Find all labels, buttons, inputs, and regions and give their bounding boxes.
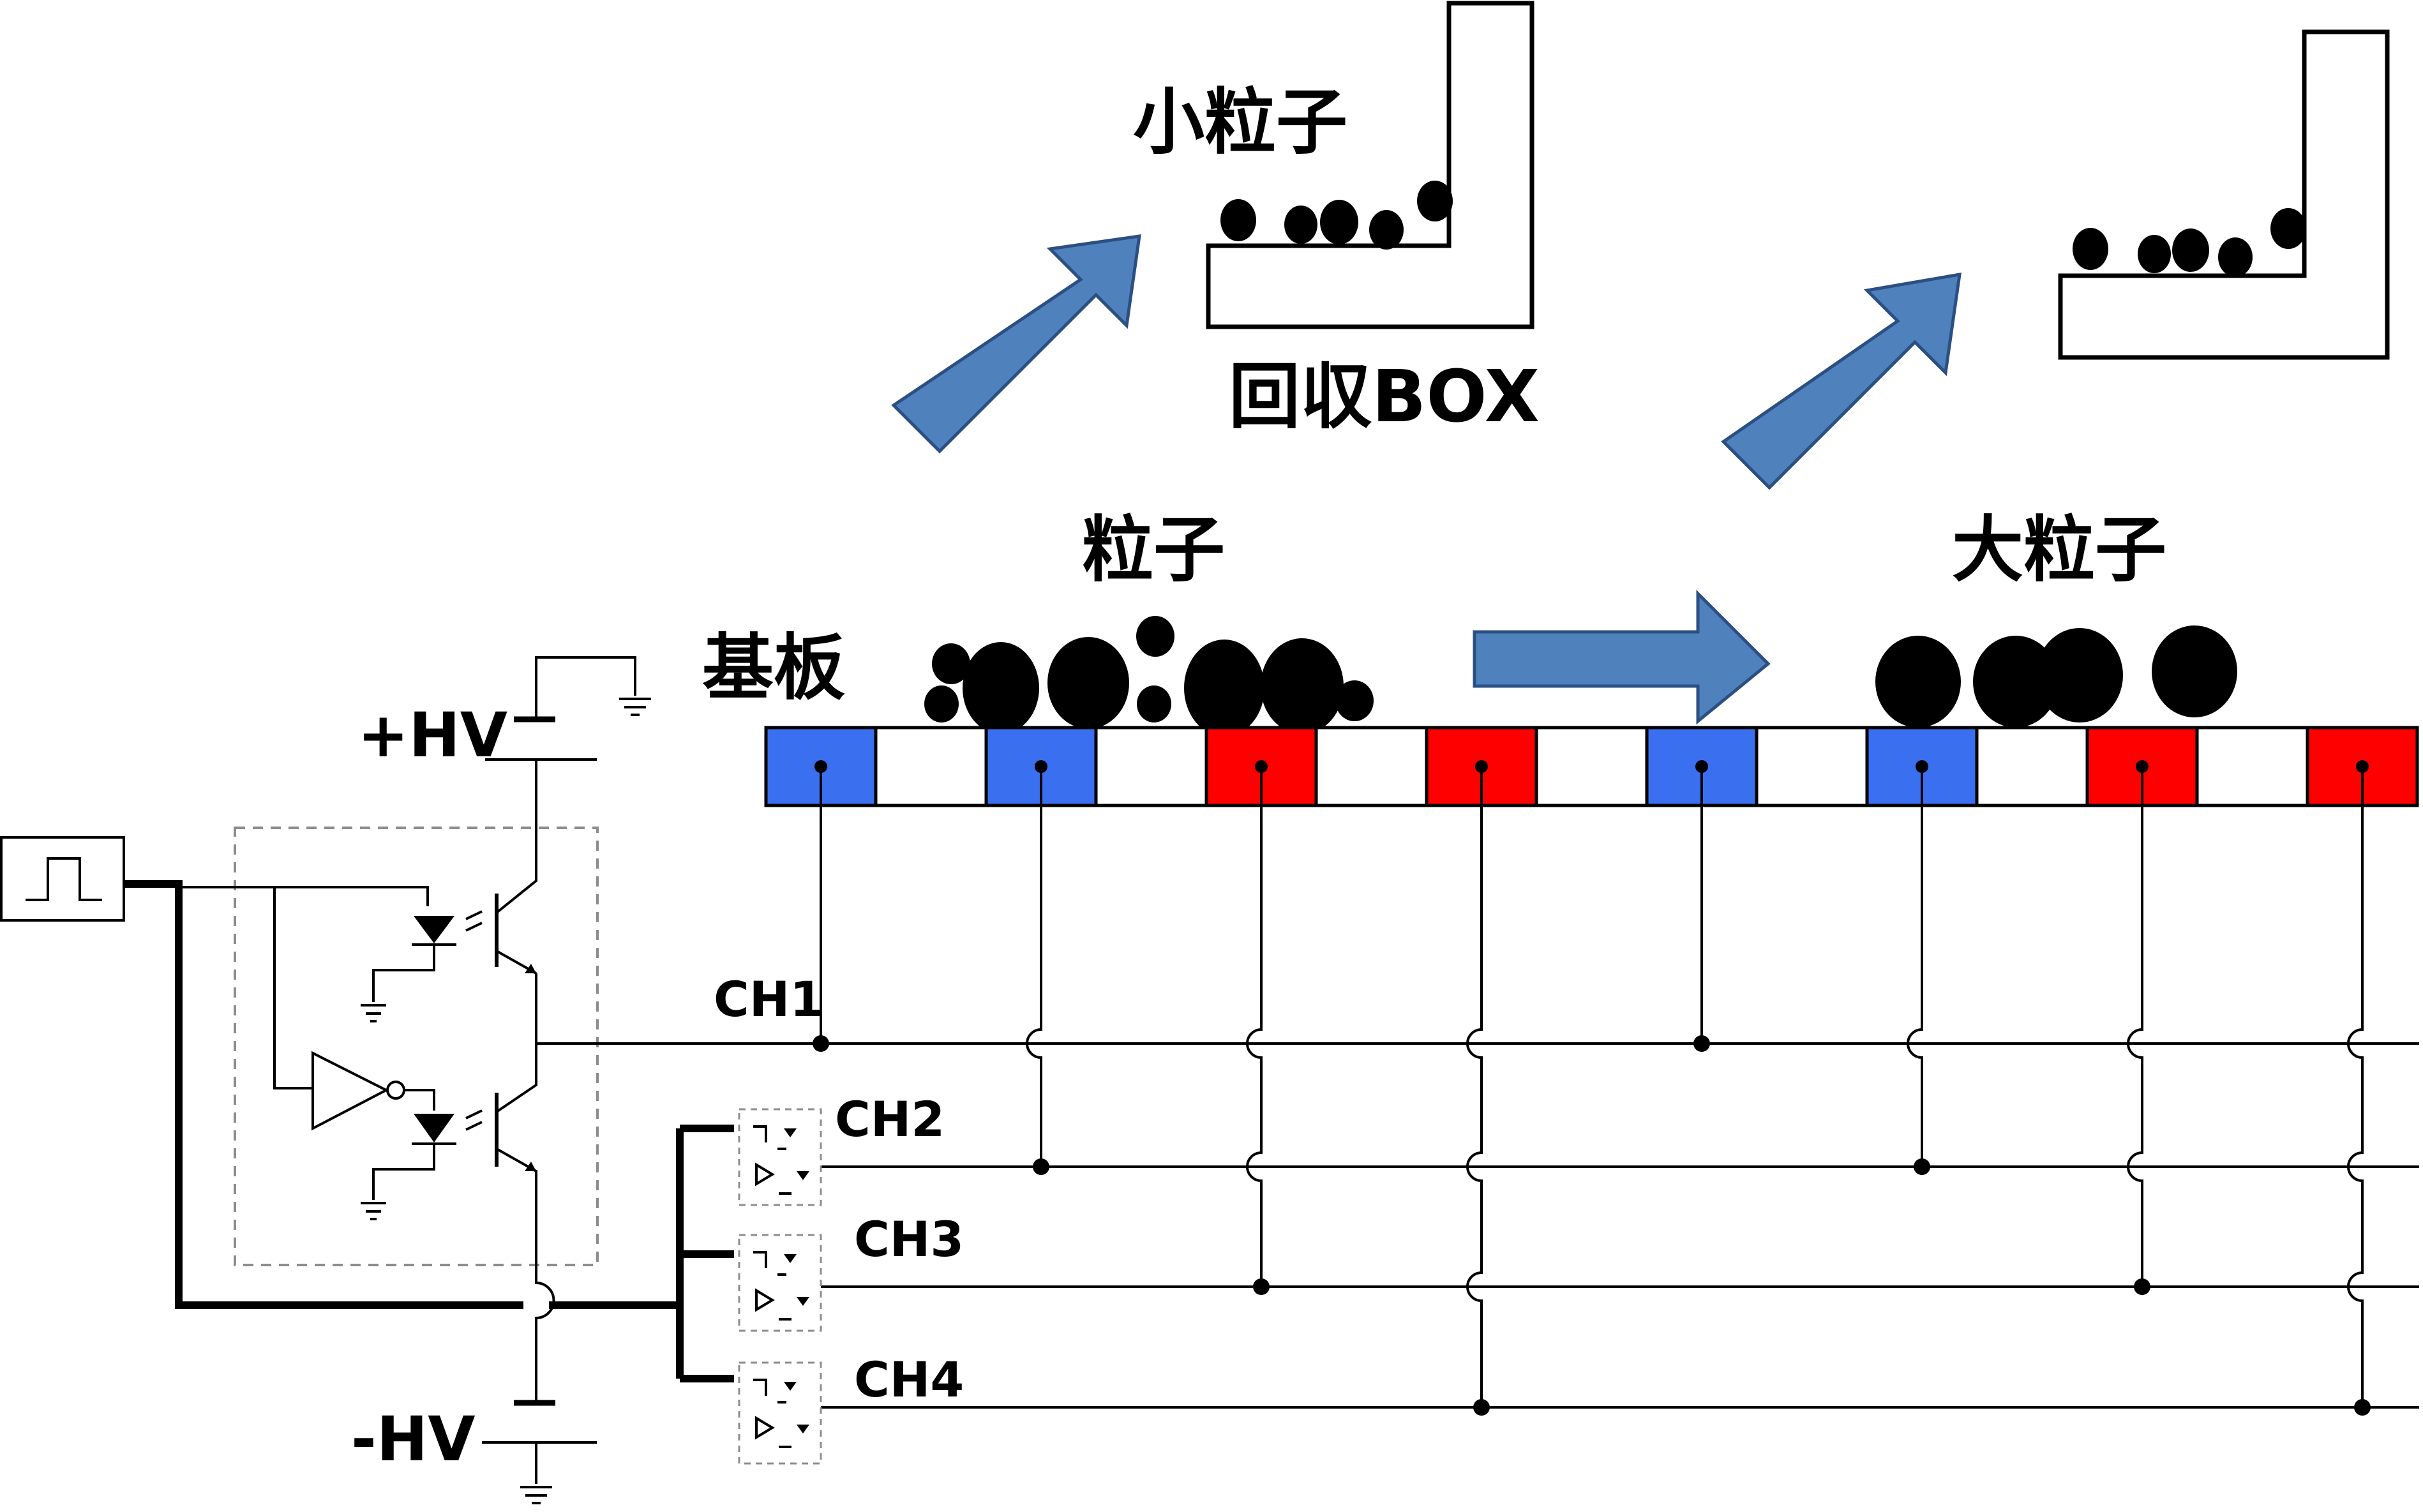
ch1-label: CH1 [714,971,823,1028]
arrow-to-small-box [891,234,1141,454]
ch4-driver-module [738,1361,822,1465]
junction-dot-ch2 [1914,1158,1930,1175]
feed-line-ch4 [2347,767,2364,1407]
electrode-wiring [536,767,2419,1416]
ch2-driver-module [738,1108,822,1206]
minus-hv-supply [482,1264,597,1504]
ch4-label: CH4 [854,1351,964,1408]
collection-box-large [2058,29,2390,360]
pulse-generator [0,836,125,922]
sorted-particles-large-box [2073,208,2306,277]
feed-line-ch3 [2127,767,2143,1287]
feed-line-ch2 [1026,767,1042,1167]
feed-line-ch3 [1246,767,1263,1287]
plus-hv-supply [485,656,651,830]
arrow-transport-right [1473,589,1771,725]
junction-dot-ch1 [813,1035,829,1052]
junction-dot-ch4 [1473,1399,1490,1416]
small-particles-label: 小粒子 [1133,81,1347,164]
led-upper-icon [414,916,454,943]
ch1-driver-module [179,827,818,1266]
small-particles-group [1220,181,1453,250]
collection-box-label: 回収BOX [1229,356,1540,438]
large-particles [1875,625,2237,728]
particles-label: 粒子 [1082,509,1225,592]
junction-dot-ch1 [1693,1035,1710,1052]
ch3-label: CH3 [854,1211,964,1268]
plus-hv-label: +HV [357,700,507,771]
arrow-to-large-box [1721,272,1962,490]
junction-dot-ch3 [2134,1278,2150,1295]
control-bus [124,880,734,1382]
collection-box-small [1206,1,1534,329]
feed-line-ch2 [1907,767,1923,1167]
led-lower-icon [414,1114,454,1142]
inverter-icon [311,1051,389,1131]
substrate-label: 基板 [702,627,845,710]
ch2-label: CH2 [835,1091,945,1148]
mixed-particles [924,616,1374,737]
junction-dot-ch3 [1253,1278,1270,1295]
large-particles-label: 大粒子 [1952,509,2166,592]
minus-hv-label: -HV [351,1403,475,1475]
junction-dot-ch2 [1033,1158,1049,1175]
substrate-electrode-strip [764,726,2419,807]
junction-dot-ch4 [2354,1399,2371,1416]
ch3-driver-module [738,1234,822,1332]
feed-line-ch4 [1466,767,1483,1407]
